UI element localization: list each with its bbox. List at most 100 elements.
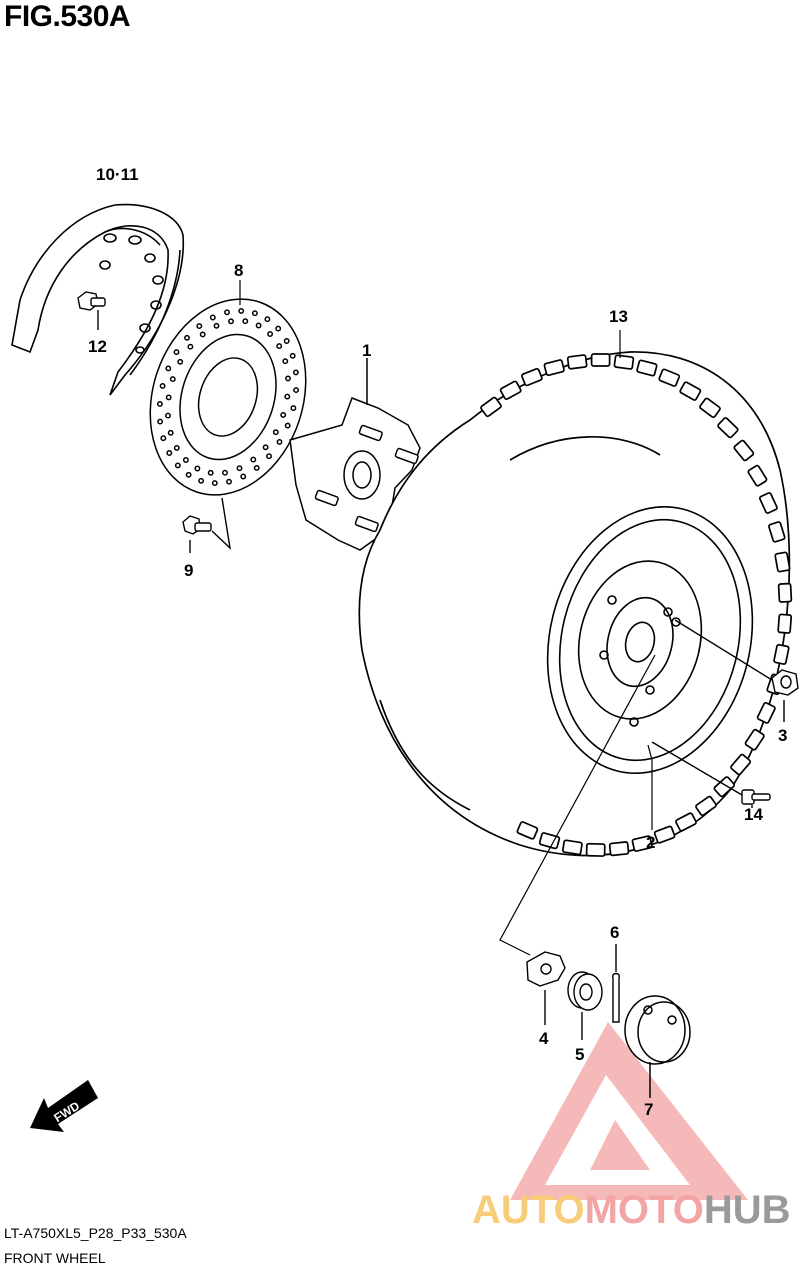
disc-vent-hole <box>280 411 287 418</box>
disc-vent-hole <box>253 464 260 471</box>
disc-vent-hole <box>228 318 234 325</box>
disc-vent-hole <box>284 422 291 429</box>
disc-vent-hole <box>209 314 216 321</box>
tire-tread-block <box>521 367 543 387</box>
tire-tread-block <box>747 464 768 487</box>
callout-9: 9 <box>184 561 193 580</box>
disc-vent-hole <box>285 375 291 382</box>
tire-tread-block <box>499 380 522 401</box>
disc-vent-hole <box>196 323 203 330</box>
fwd-arrow-icon: FWD <box>30 1080 98 1132</box>
disc-vent-hole <box>264 316 271 323</box>
callout-6: 6 <box>610 923 619 942</box>
disc-vent-hole <box>165 412 171 419</box>
callout-labels: 10·11 12 8 1 13 9 3 14 2 6 4 5 7 <box>88 165 787 1119</box>
disc-vent-hole <box>224 309 230 316</box>
tire-tread-block <box>538 832 561 850</box>
callout-4: 4 <box>539 1029 549 1048</box>
tire-tread-block <box>631 835 653 852</box>
disc-vent-hole <box>283 338 290 344</box>
disc-vent-hole <box>255 322 262 329</box>
callout-13: 13 <box>609 307 628 326</box>
disc-vent-hole <box>284 393 291 400</box>
valve-part <box>651 741 771 808</box>
callout-1: 1 <box>362 341 371 360</box>
tire-tread-block <box>744 728 765 751</box>
tire-tread-block <box>777 613 793 634</box>
disc-vent-hole <box>173 349 180 356</box>
disc-vent-hole <box>159 382 166 389</box>
disc-vent-hole <box>292 369 299 376</box>
disc-vent-hole <box>165 394 172 401</box>
disc-vent-hole <box>184 334 190 341</box>
disc-vent-hole <box>198 477 205 484</box>
disc-vent-hole <box>207 469 214 476</box>
disc-vent-hole <box>282 358 289 365</box>
callout-12: 12 <box>88 337 107 356</box>
disc-vent-hole <box>250 456 257 463</box>
tire-tread-block <box>756 702 776 724</box>
callout-8: 8 <box>234 261 243 280</box>
tire-tread-block <box>730 753 752 776</box>
hub-cap-part <box>624 995 691 1098</box>
disc-vent-hole <box>160 435 167 442</box>
tire-tread-block <box>516 821 539 840</box>
disc-vent-hole <box>169 376 176 383</box>
tire-tread-block <box>566 354 588 370</box>
watermark-auto: AUTO <box>472 1188 585 1232</box>
disc-vent-hole <box>173 444 180 451</box>
tire-tread-block <box>608 841 630 857</box>
disc-vent-hole <box>275 325 282 332</box>
bolt-9-part <box>182 497 232 553</box>
watermark-text: AUTOMOTOHUB <box>472 1188 791 1233</box>
tire-tread-block <box>758 492 778 514</box>
tire-tread-block <box>695 795 717 817</box>
figure-code: LT-A750XL5_P28_P33_530A <box>4 1225 187 1241</box>
watermark-moto: MOTO <box>584 1188 704 1232</box>
disc-vent-hole <box>182 457 189 463</box>
disc-vent-hole <box>251 310 258 317</box>
tire-tread-block <box>717 417 739 439</box>
callout-7: 7 <box>644 1100 653 1119</box>
disc-vent-hole <box>222 469 228 476</box>
disc-cover-part <box>11 203 185 396</box>
watermark-logo-icon <box>510 1022 748 1200</box>
disc-vent-hole <box>267 331 274 337</box>
disc-vent-hole <box>226 478 232 485</box>
tire-tread-block <box>543 359 565 377</box>
disc-vent-hole <box>199 331 206 338</box>
tire-tread-block <box>658 368 681 387</box>
disc-vent-hole <box>242 318 249 325</box>
disc-vent-hole <box>276 438 283 445</box>
disc-vent-hole <box>213 322 220 329</box>
tire-tread-block <box>699 397 721 419</box>
tire-tread-block <box>590 353 611 367</box>
disc-vent-hole <box>276 343 283 350</box>
callout-5: 5 <box>575 1045 584 1064</box>
disc-vent-hole <box>236 465 243 472</box>
leader-lines <box>239 280 656 956</box>
disc-vent-hole <box>177 358 184 365</box>
tire-tread-block <box>773 643 790 665</box>
disc-vent-hole <box>174 462 181 469</box>
disc-vent-hole <box>238 307 245 314</box>
callout-14: 14 <box>744 805 763 824</box>
callout-3: 3 <box>778 726 787 745</box>
disc-vent-hole <box>289 352 296 359</box>
tire-tread-block <box>774 551 791 573</box>
disc-vent-hole <box>266 453 272 460</box>
tire-tread-block <box>613 354 635 370</box>
tire-tread-block <box>585 842 606 857</box>
disc-vent-hole <box>156 400 163 407</box>
watermark-hub: HUB <box>703 1188 791 1232</box>
tire-tread-block <box>768 521 786 543</box>
tire-tread-block <box>653 825 676 844</box>
wheel-nut-part <box>674 619 799 722</box>
disc-vent-hole <box>165 365 172 372</box>
washer-part <box>526 951 566 1025</box>
tire-tread-block <box>733 439 755 462</box>
disc-vent-hole <box>185 471 192 478</box>
disc-vent-hole <box>290 405 297 412</box>
disc-vent-hole <box>211 480 218 487</box>
